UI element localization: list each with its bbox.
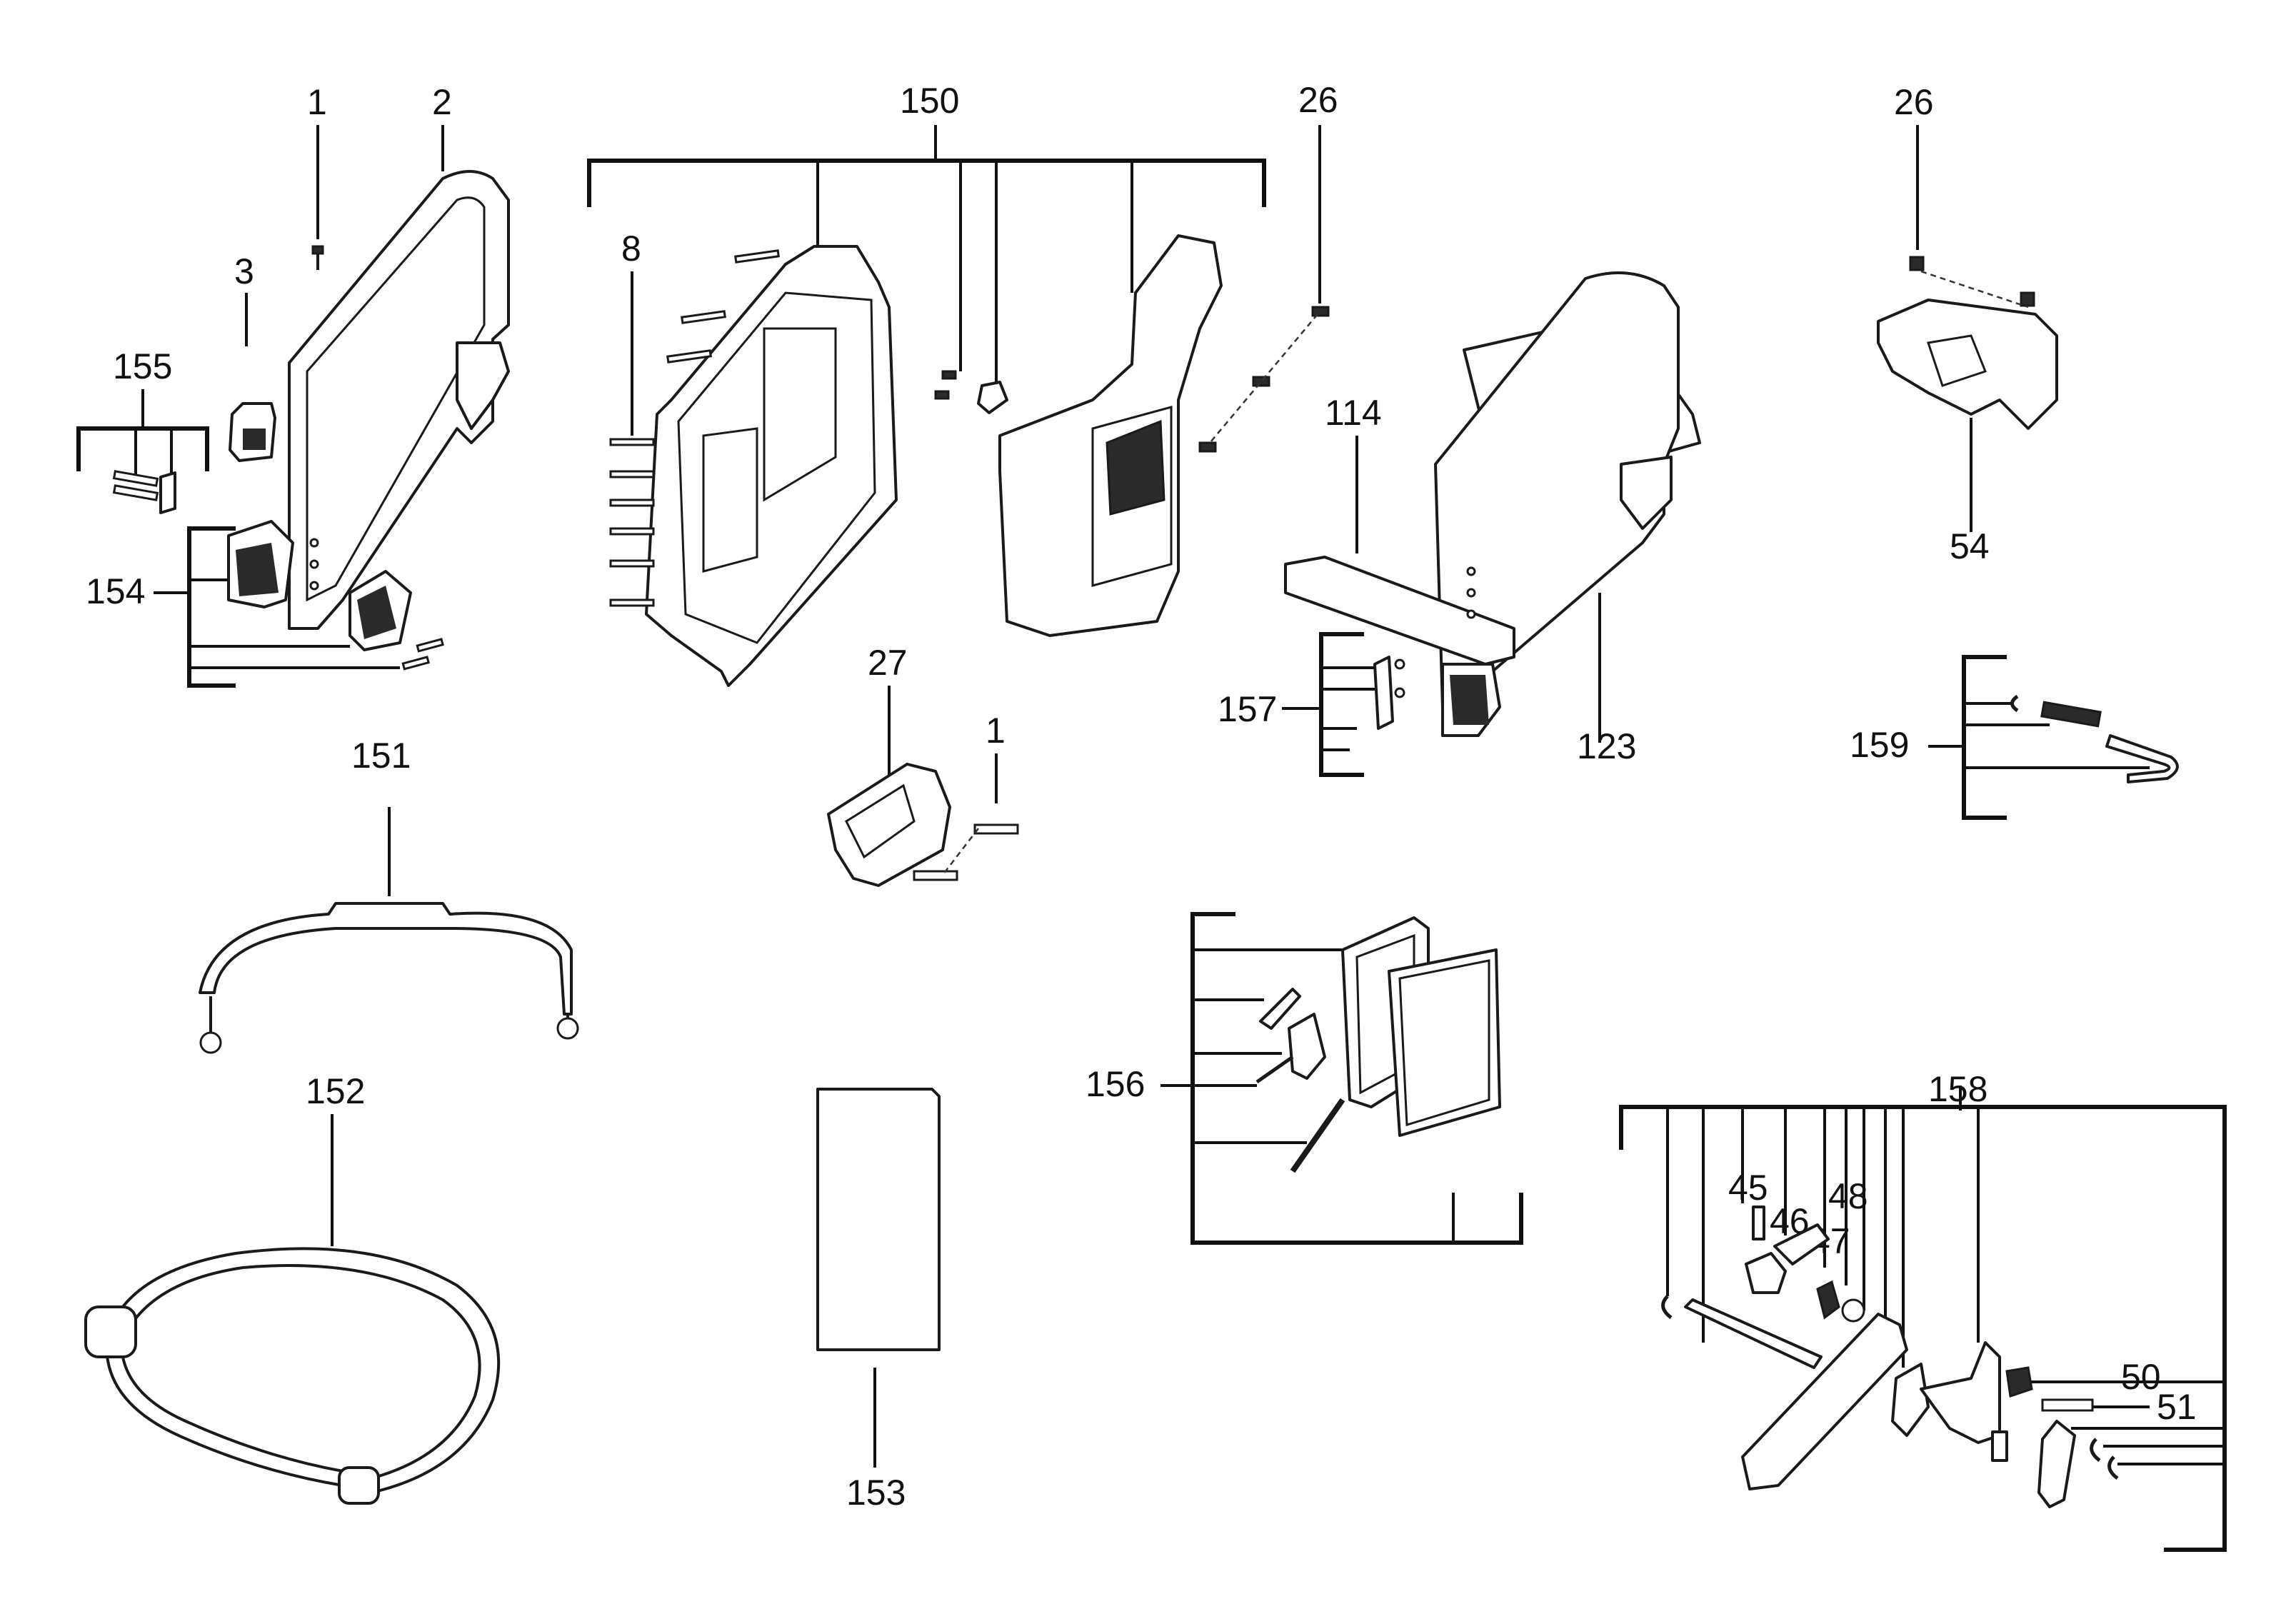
part-156-filter-door-assembly — [1160, 912, 1523, 1245]
callout-3: 3 — [234, 251, 254, 291]
callout-159: 159 — [1850, 725, 1909, 765]
part-152-vacuum-hose — [84, 1114, 501, 1505]
callout-8: 8 — [621, 229, 641, 269]
callout-48: 48 — [1828, 1176, 1868, 1216]
callout-158: 158 — [1928, 1069, 1987, 1109]
callout-26-middle: 26 — [1298, 80, 1338, 120]
callout-51: 51 — [2157, 1387, 2197, 1427]
part-157-bracket-and-screws — [1282, 632, 1405, 777]
callout-50: 50 — [2121, 1357, 2161, 1397]
part-159-hook-spring-clip — [1928, 655, 2179, 820]
callout-150: 150 — [900, 81, 959, 121]
part-151-shoulder-strap — [199, 807, 579, 1054]
part-8-screws — [609, 438, 655, 607]
handle-frame-left — [229, 125, 510, 630]
part-26-screws-middle — [1198, 125, 1330, 453]
part-54-top-cover-and-26-screws — [1877, 125, 2058, 532]
callout-123: 123 — [1577, 726, 1636, 766]
part-150-housing-halves — [587, 125, 1266, 687]
part-27-clip-and-1-screws — [827, 686, 1019, 887]
callout-154: 154 — [86, 571, 145, 611]
callout-156: 156 — [1086, 1064, 1145, 1104]
part-155-screws-and-plate — [76, 389, 209, 514]
part-123-frame-and-114-crossbar — [1284, 271, 1701, 743]
callout-152: 152 — [306, 1071, 365, 1111]
callout-114: 114 — [1325, 393, 1382, 433]
callout-151: 151 — [351, 736, 411, 776]
callout-26-right: 26 — [1894, 82, 1934, 122]
callout-2: 2 — [432, 82, 452, 122]
callout-1-left: 1 — [307, 82, 327, 122]
housing-screws-left — [666, 249, 780, 364]
part-153-manual — [816, 1088, 941, 1468]
callout-155: 155 — [113, 346, 172, 386]
callout-1-bottom: 1 — [986, 711, 1006, 751]
callout-27: 27 — [868, 643, 908, 683]
part-158-handle-latch-assembly — [1619, 1086, 2227, 1552]
callout-54: 54 — [1950, 526, 1990, 566]
callout-153: 153 — [846, 1473, 906, 1513]
callout-45: 45 — [1728, 1168, 1768, 1208]
part-154-feet-and-screws — [154, 520, 444, 688]
callout-157: 157 — [1218, 689, 1277, 729]
